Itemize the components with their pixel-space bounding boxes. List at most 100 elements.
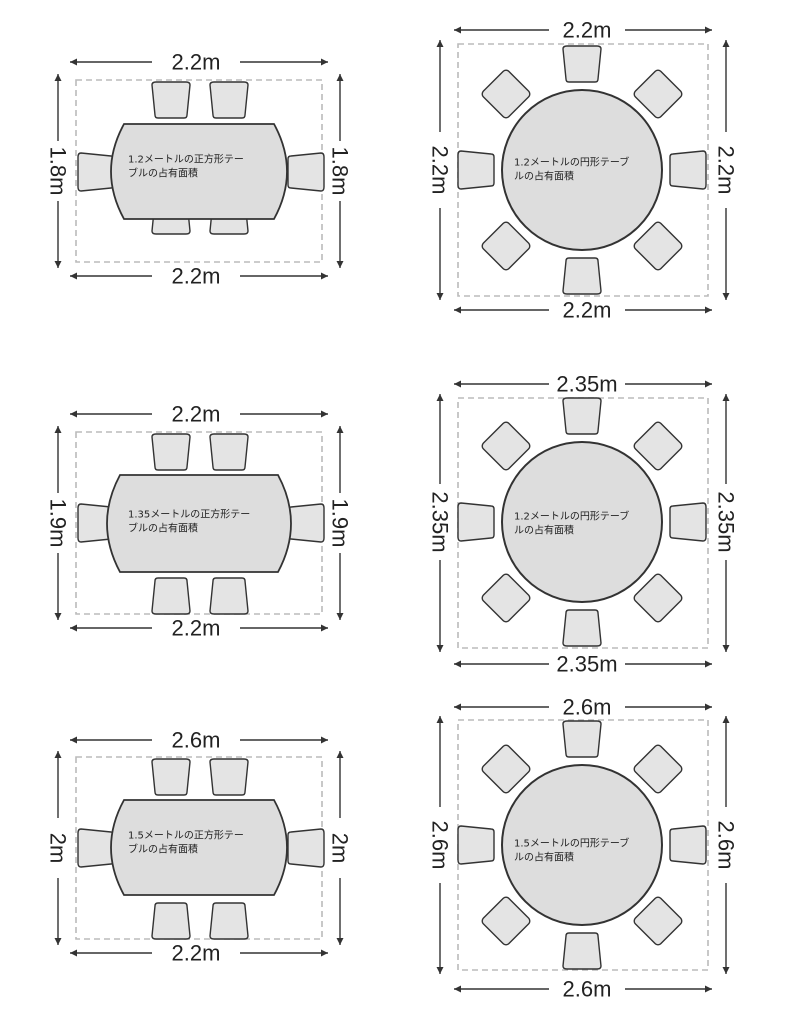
chair — [562, 609, 602, 647]
chair — [209, 81, 249, 119]
chair — [633, 69, 683, 119]
right-height-label: 1.9m — [328, 499, 353, 548]
table-label-line1: 1.35メートルの正方形テー — [128, 508, 250, 521]
width-dimension-line — [454, 703, 712, 711]
table-label-line2: ブルの占有面積 — [128, 843, 198, 856]
bottom-dimension-line — [454, 985, 712, 993]
height-dimension-line — [436, 394, 444, 652]
chair — [151, 577, 191, 615]
rectangular-table — [110, 799, 288, 896]
bottom-width-label: 2.35m — [556, 652, 617, 677]
round-table — [501, 441, 663, 603]
width-dimension-line — [70, 736, 328, 744]
rectangular-table — [110, 123, 288, 220]
height-dimension-line — [54, 751, 62, 945]
bottom-width-label: 2.2m — [172, 941, 221, 966]
chair — [457, 825, 495, 865]
table-label-line1: 1.5メートルの正方形テー — [128, 829, 244, 842]
width-label: 2.6m — [172, 728, 221, 753]
chair — [287, 152, 325, 192]
table-label-line2: ルの占有面積 — [514, 524, 574, 537]
table-label-line1: 1.2メートルの正方形テー — [128, 153, 244, 166]
bottom-width-label: 2.6m — [563, 977, 612, 1002]
chair — [669, 502, 707, 542]
bottom-dimension-line — [454, 660, 712, 668]
bottom-dimension-line — [70, 624, 328, 632]
chair — [562, 720, 602, 758]
height-label: 1.9m — [46, 499, 71, 548]
table-label-line2: ルの占有面積 — [514, 851, 574, 864]
bottom-dimension-line — [70, 949, 328, 957]
chair — [151, 433, 191, 471]
width-label: 2.2m — [172, 402, 221, 427]
chair — [481, 421, 531, 471]
chair — [669, 825, 707, 865]
round-table — [501, 764, 663, 926]
height-dimension-line — [436, 716, 444, 974]
table-label-line1: 1.2メートルの円形テーブ — [514, 510, 629, 523]
right-height-label: 2.6m — [714, 821, 739, 870]
height-dimension-line — [436, 40, 444, 300]
chair — [562, 932, 602, 970]
chair — [562, 45, 602, 83]
height-label: 2.2m — [428, 146, 453, 195]
chair — [457, 502, 495, 542]
round-table — [501, 89, 663, 251]
bottom-width-label: 2.2m — [563, 298, 612, 323]
footprint-outline — [457, 43, 709, 297]
chair — [77, 828, 115, 868]
chair — [457, 150, 495, 190]
table-label-line1: 1.5メートルの円形テーブ — [514, 837, 629, 850]
chair — [151, 81, 191, 119]
chair — [209, 758, 249, 796]
chair — [209, 433, 249, 471]
bottom-width-label: 2.2m — [172, 264, 221, 289]
chair — [562, 397, 602, 435]
width-dimension-line — [454, 380, 712, 388]
height-dimension-line — [54, 74, 62, 268]
chair — [481, 744, 531, 794]
width-dimension-line — [70, 58, 328, 66]
right-height-label: 2.35m — [714, 491, 739, 552]
table-label-line2: ルの占有面積 — [514, 170, 574, 183]
chair — [209, 902, 249, 940]
rectangular-table — [106, 474, 292, 573]
right-dimension-line — [336, 74, 344, 268]
chair — [77, 152, 115, 192]
chair — [669, 150, 707, 190]
height-label: 2.35m — [428, 491, 453, 552]
width-dimension-line — [454, 26, 712, 34]
width-label: 2.35m — [556, 372, 617, 397]
height-label: 2.6m — [428, 821, 453, 870]
table-label-line2: ブルの占有面積 — [128, 522, 198, 535]
footprint-outline — [75, 79, 323, 263]
width-dimension-line — [70, 410, 328, 418]
footprint-outline — [75, 756, 323, 940]
right-dimension-line — [722, 394, 730, 652]
right-height-label: 1.8m — [328, 147, 353, 196]
chair — [481, 573, 531, 623]
chair — [481, 896, 531, 946]
table-label-line1: 1.2メートルの円形テーブ — [514, 156, 629, 169]
height-label: 2m — [46, 833, 71, 864]
bottom-width-label: 2.2m — [172, 616, 221, 641]
chair — [633, 421, 683, 471]
table-label-line2: ブルの占有面積 — [128, 167, 198, 180]
chair — [633, 896, 683, 946]
bottom-dimension-line — [454, 306, 712, 314]
right-dimension-line — [722, 40, 730, 300]
right-dimension-line — [336, 751, 344, 945]
right-height-label: 2.2m — [714, 146, 739, 195]
chair — [209, 577, 249, 615]
chair — [287, 828, 325, 868]
chair — [633, 744, 683, 794]
chair — [633, 573, 683, 623]
footprint-outline — [75, 431, 323, 615]
right-height-label: 2m — [328, 833, 353, 864]
chair — [481, 221, 531, 271]
